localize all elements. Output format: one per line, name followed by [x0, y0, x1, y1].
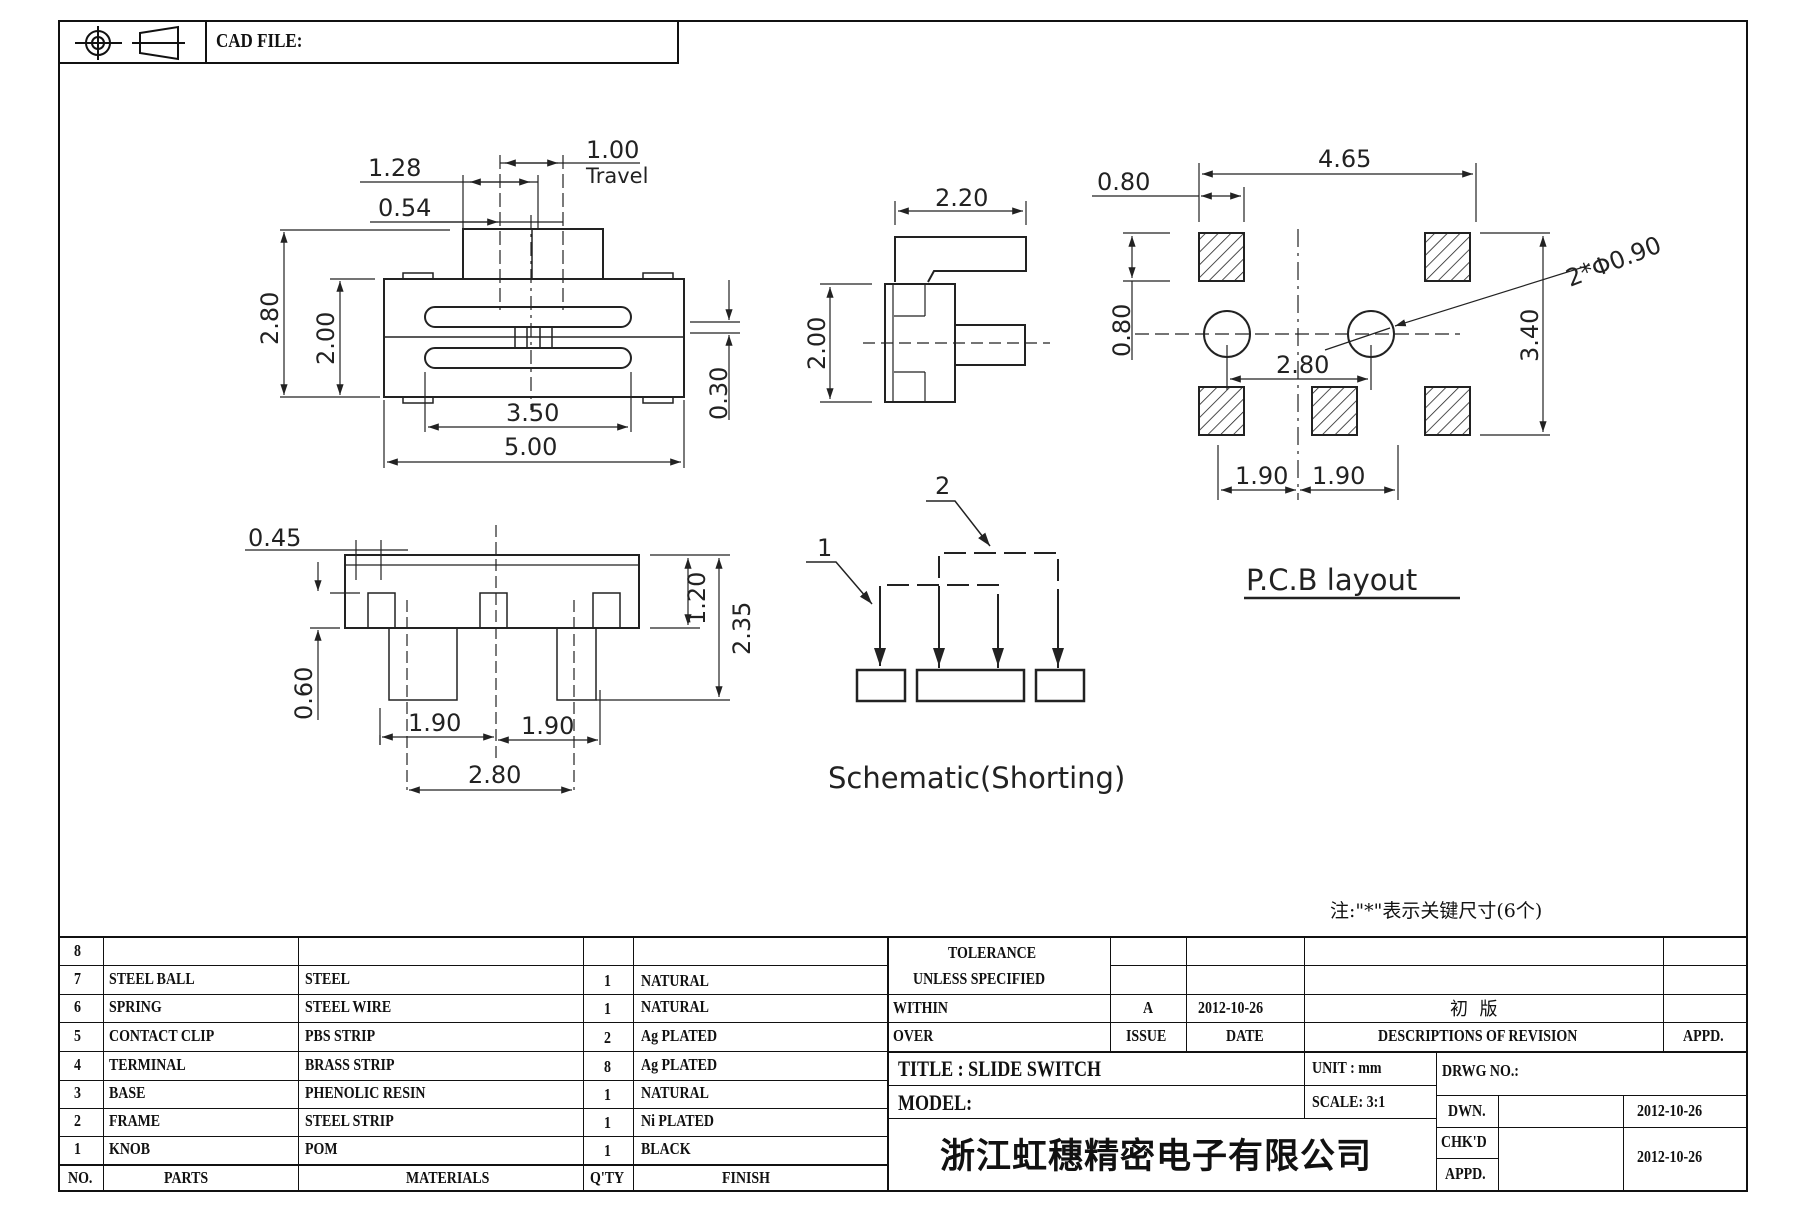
pcb-caption: P.C.B layout	[1246, 563, 1417, 597]
dim-label: 3.40	[1516, 309, 1544, 362]
dim-label: 2.00	[312, 312, 340, 365]
dim-label: 2.35	[728, 602, 756, 655]
schematic-caption: Schematic(Shorting)	[828, 761, 1125, 795]
scale-label: SCALE: 3:1	[1312, 1092, 1386, 1111]
knob-outline	[462, 228, 604, 280]
drawing-title: TITLE : SLIDE SWITCH	[898, 1056, 1102, 1081]
dim-label: 1.90	[521, 712, 574, 740]
dim-label: 2.80	[256, 292, 284, 345]
bottom-view	[245, 525, 730, 794]
dim-label: 0.54	[378, 194, 431, 222]
dim-label: 3.50	[506, 399, 559, 427]
dim-label: 2*Φ0.90	[1562, 231, 1665, 293]
dim-label: 0.45	[248, 524, 301, 552]
dim-label: 2.20	[935, 184, 988, 212]
pcb-layout	[1092, 163, 1591, 600]
drawing-frame	[58, 20, 1748, 1192]
descriptions-label: DESCRIPTIONS OF REVISION	[1378, 1026, 1578, 1045]
dim-label: 1.00	[586, 136, 639, 164]
revision-issue: A	[1143, 998, 1154, 1017]
revision-date: 2012-10-26	[1198, 998, 1264, 1017]
technical-drawing: 1.28 1.00 Travel 0.54 2.80 2.00 0.30 3.5…	[245, 136, 1665, 795]
revision-description: 初 版	[1450, 999, 1498, 1020]
model-label: MODEL:	[898, 1090, 973, 1115]
dim-label: 1.90	[1235, 462, 1288, 490]
dim-label: 4.65	[1318, 145, 1371, 173]
company-name: 浙江虹穗精密电子有限公司	[940, 1137, 1373, 1177]
cad-file-header	[58, 20, 679, 64]
dim-label: 1.90	[1312, 462, 1365, 490]
dim-label: 2.00	[803, 317, 831, 370]
body-outline	[383, 278, 685, 398]
dim-label: 5.00	[504, 433, 557, 461]
slot-upper	[424, 306, 632, 328]
dim-label: 1.90	[408, 709, 461, 737]
front-view	[280, 155, 740, 468]
drawing-number-label: DRWG NO.:	[1442, 1061, 1519, 1080]
approved-label: APPD.	[1445, 1164, 1486, 1183]
dim-label: 0.80	[1108, 304, 1136, 357]
third-angle-projection-circle-icon	[75, 26, 122, 60]
drawn-date: 2012-10-26	[1637, 1101, 1703, 1120]
third-angle-projection-cone-icon	[132, 25, 185, 61]
dim-label: 2.80	[468, 761, 521, 789]
tolerance-title: TOLERANCE	[948, 943, 1037, 962]
dim-label: 0.80	[1097, 168, 1150, 196]
schematic-diagram	[806, 500, 1086, 703]
dim-label: Travel	[585, 164, 648, 188]
projection-symbol	[75, 25, 185, 61]
checked-approved-date: 2012-10-26	[1637, 1147, 1703, 1166]
slot-lower	[424, 347, 632, 369]
date-label: DATE	[1226, 1026, 1264, 1045]
tolerance-subtitle: UNLESS SPECIFIED	[913, 969, 1046, 988]
callout-2: 2	[935, 472, 950, 500]
callout-1: 1	[817, 534, 832, 562]
drawn-label: DWN.	[1448, 1101, 1486, 1120]
unit-label: UNIT : mm	[1312, 1058, 1382, 1077]
side-view	[820, 201, 1050, 403]
dim-label: 1.20	[683, 572, 711, 625]
key-dimension-note: 注:"*"表示关键尺寸(6个)	[1330, 900, 1543, 922]
cad-file-label: CAD FILE:	[216, 30, 303, 52]
dim-label: 2.80	[1276, 351, 1329, 379]
dim-label: 0.30	[705, 367, 733, 420]
dim-label: 0.60	[290, 667, 318, 720]
checked-label: CHK'D	[1441, 1132, 1487, 1151]
appd-label: APPD.	[1683, 1026, 1724, 1045]
header-divider	[205, 20, 207, 64]
issue-label: ISSUE	[1126, 1026, 1167, 1045]
tolerance-over: OVER	[893, 1026, 934, 1045]
tolerance-within: WITHIN	[893, 998, 949, 1017]
dim-label: 1.28	[368, 154, 421, 182]
